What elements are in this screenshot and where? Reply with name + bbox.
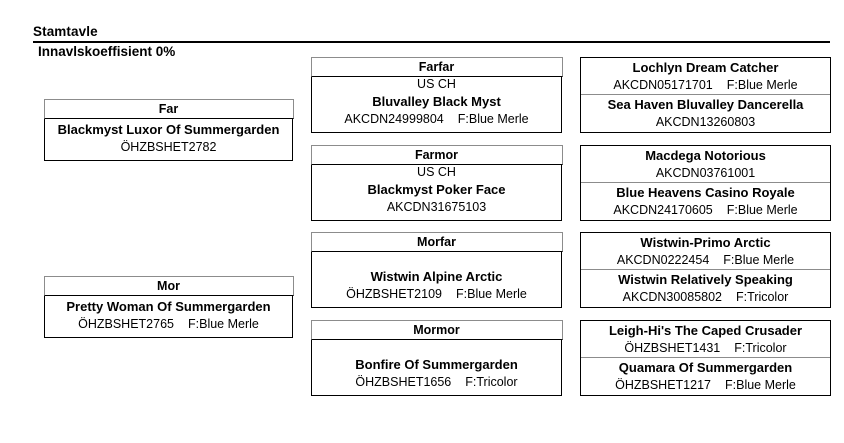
registration-number: ÖHZBSHET2765 — [78, 316, 174, 331]
pedigree-box-great-grandparents-1[interactable]: Lochlyn Dream Catcher AKCDN05171701 F:Blu… — [580, 57, 831, 133]
list-item[interactable]: Wistwin-Primo Arctic AKCDN0222454 F:Blue … — [581, 233, 830, 270]
registration-number: AKCDN05171701 — [613, 77, 713, 92]
animal-registration: ÖHZBSHET1656 F:Tricolor — [355, 374, 517, 391]
animal-registration: ÖHZBSHET2765 F:Blue Merle — [78, 316, 259, 333]
list-item[interactable]: Macdega Notorious AKCDN03761001 — [581, 146, 830, 183]
registration-number: AKCDN0222454 — [616, 252, 710, 267]
list-item[interactable]: Blue Heavens Casino Royale AKCDN24170605… — [581, 183, 830, 220]
pedigree-box-paternal-grandfather[interactable]: Farfar US CH Bluvalley Black Myst AKCDN2… — [310, 56, 563, 133]
animal-name: Blackmyst Luxor Of Summergarden — [57, 121, 280, 137]
pedigree-box-great-grandparents-4[interactable]: Leigh-Hi's The Caped Crusader ÖHZBSHET14… — [580, 320, 831, 396]
animal-name: Wistwin Relatively Speaking — [618, 272, 793, 287]
animal-registration: AKCDN30085802 F:Tricolor — [623, 289, 789, 306]
coat-color: F:Blue Merle — [456, 286, 527, 301]
coat-color: F:Blue Merle — [723, 252, 795, 267]
pedigree-box-maternal-grandmother[interactable]: Mormor Bonfire Of Summergarden ÖHZBSHET1… — [310, 319, 563, 396]
registration-number: ÖHZBSHET1217 — [615, 378, 711, 392]
pedigree-box-great-grandparents-3[interactable]: Wistwin-Primo Arctic AKCDN0222454 F:Blue … — [580, 232, 831, 308]
registration-number: ÖHZBSHET1431 — [624, 340, 721, 355]
pedigree-box-father[interactable]: Far Blackmyst Luxor Of Summergarden ÖHZB… — [43, 98, 294, 161]
list-item[interactable]: Lochlyn Dream Catcher AKCDN05171701 F:Blu… — [581, 58, 830, 95]
animal-registration: ÖHZBSHET2782 — [121, 139, 217, 156]
animal-registration: AKCDN05171701 F:Blue Merle — [613, 77, 797, 94]
coat-color: F:Blue Merle — [725, 378, 796, 392]
animal-name: Wistwin Alpine Arctic — [370, 268, 503, 284]
registration-number: AKCDN24170605 — [613, 203, 713, 217]
box-role-label: Far — [43, 98, 294, 119]
animal-name: Wistwin-Primo Arctic — [640, 234, 771, 250]
registration-number: AKCDN03761001 — [655, 165, 756, 180]
animal-registration: AKCDN31675103 — [387, 199, 486, 216]
pedigree-box-maternal-grandfather[interactable]: Morfar Wistwin Alpine Arctic ÖHZBSHET210… — [310, 231, 563, 308]
box-role-label: Farfar — [310, 56, 563, 77]
list-item[interactable]: Wistwin Relatively Speaking AKCDN3008580… — [581, 270, 830, 307]
list-item[interactable]: Quamara Of Summergarden ÖHZBSHET1217 F:Bl… — [581, 358, 830, 395]
registration-number: ÖHZBSHET2782 — [120, 139, 217, 154]
animal-registration: ÖHZBSHET2109 F:Blue Merle — [346, 286, 527, 303]
pedigree-box-mother[interactable]: Mor Pretty Woman Of Summergarden ÖHZBSHE… — [43, 275, 294, 338]
list-item[interactable]: Sea Haven Bluvalley Dancerella AKCDN1326… — [581, 95, 830, 132]
box-role-label: Mor — [43, 275, 294, 296]
pedigree-box-paternal-grandmother[interactable]: Farmor US CH Blackmyst Poker Face AKCDN3… — [310, 144, 563, 221]
animal-name: Bonfire Of Summergarden — [355, 356, 518, 372]
animal-registration: AKCDN13260803 — [656, 114, 755, 131]
animal-title: US CH — [417, 164, 456, 179]
animal-registration: ÖHZBSHET1217 F:Blue Merle — [615, 377, 796, 394]
registration-number: AKCDN24999804 — [344, 111, 444, 126]
coat-color: F:Tricolor — [734, 340, 787, 355]
animal-name: Blackmyst Poker Face — [367, 181, 506, 197]
coat-color: F:Tricolor — [736, 290, 789, 304]
inbreeding-coefficient: Innavlskoeffisient 0% — [38, 44, 176, 59]
registration-number: AKCDN31675103 — [386, 199, 487, 214]
registration-number: ÖHZBSHET2109 — [346, 286, 442, 301]
registration-number: ÖHZBSHET1656 — [355, 374, 452, 389]
coat-color: F:Blue Merle — [188, 316, 259, 331]
pedigree-box-great-grandparents-2[interactable]: Macdega Notorious AKCDN03761001 Blue Hea… — [580, 145, 831, 221]
animal-registration: AKCDN24170605 F:Blue Merle — [613, 202, 797, 219]
animal-name: Blue Heavens Casino Royale — [616, 185, 795, 200]
animal-name: Lochlyn Dream Catcher — [632, 59, 779, 75]
animal-name: Bluvalley Black Myst — [372, 93, 501, 109]
animal-registration: AKCDN0222454 F:Blue Merle — [617, 252, 794, 269]
list-item[interactable]: Leigh-Hi's The Caped Crusader ÖHZBSHET14… — [581, 321, 830, 358]
animal-name: Quamara Of Summergarden — [618, 360, 793, 375]
coat-color: F:Tricolor — [465, 374, 518, 389]
animal-name: Leigh-Hi's The Caped Crusader — [608, 322, 803, 338]
animal-name: Sea Haven Bluvalley Dancerella — [607, 97, 804, 112]
title-divider — [33, 41, 830, 43]
animal-title: US CH — [417, 76, 456, 91]
animal-name: Pretty Woman Of Summergarden — [66, 298, 271, 314]
registration-number: AKCDN13260803 — [655, 115, 756, 129]
box-role-label: Morfar — [310, 231, 563, 252]
animal-name: Macdega Notorious — [645, 147, 766, 163]
animal-registration: ÖHZBSHET1431 F:Tricolor — [624, 340, 786, 357]
registration-number: AKCDN30085802 — [622, 290, 723, 304]
coat-color: F:Blue Merle — [726, 203, 798, 217]
coat-color: F:Blue Merle — [726, 77, 798, 92]
animal-registration: AKCDN03761001 — [656, 165, 755, 182]
animal-registration: AKCDN24999804 F:Blue Merle — [344, 111, 528, 128]
page-title: Stamtavle — [33, 24, 98, 39]
box-role-label: Mormor — [310, 319, 563, 340]
coat-color: F:Blue Merle — [457, 111, 529, 126]
box-role-label: Farmor — [310, 144, 563, 165]
